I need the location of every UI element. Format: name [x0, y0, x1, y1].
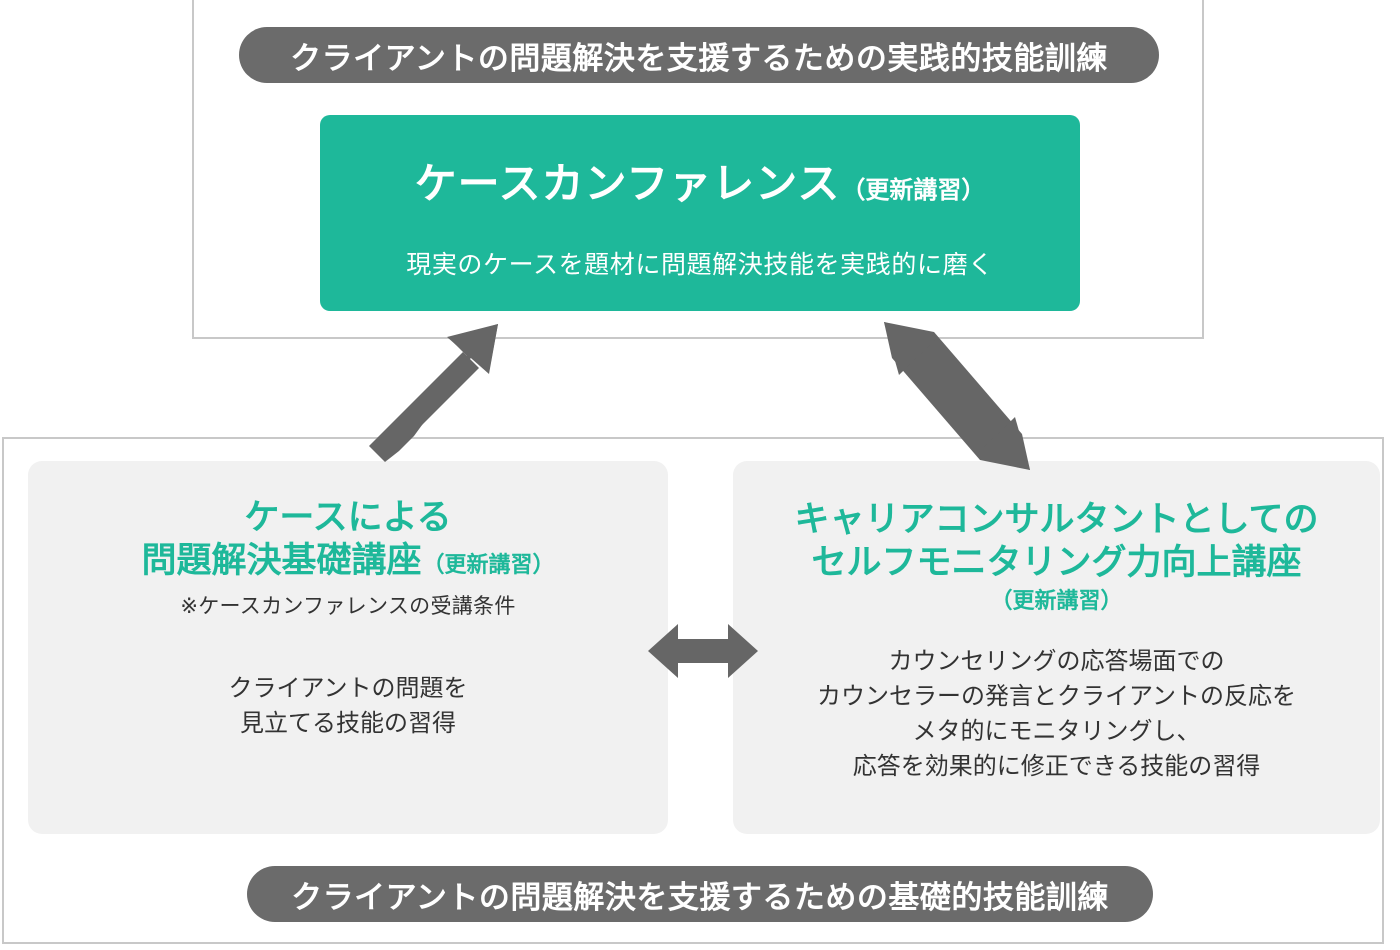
course-description-line-4: 応答を効果的に修正できる技能の習得 — [852, 752, 1261, 780]
course-title-line-1: ケースによる — [244, 498, 452, 537]
top-group-frame — [192, 0, 1204, 339]
course-description: カウンセリングの応答場面での カウンセラーの発言とクライアントの反応を メタ的に… — [733, 645, 1380, 784]
course-description-line-2: カウンセラーの発言とクライアントの反応を — [816, 683, 1297, 710]
bottom-group-footer-pill: クライアントの問題解決を支援するための基礎的技能訓練 — [247, 866, 1153, 922]
course-title-line-2: セルフモニタリング力向上講座 — [811, 542, 1302, 582]
course-description-line-1: カウンセリングの応答場面での — [888, 648, 1225, 676]
course-title-note: （更新講習） — [422, 551, 555, 577]
course-title-line-2: 問題解決基礎講座 — [141, 540, 422, 580]
course-title: ケースカンファレンス — [414, 159, 841, 207]
course-description: 現実のケースを題材に問題解決技能を実践的に磨く — [406, 250, 994, 279]
bottom-group-frame — [2, 437, 1384, 944]
course-condition-note: ※ケースカンファレンスの受講条件 — [180, 595, 516, 619]
course-card-self-monitoring[interactable]: キャリアコンサルタントとしての セルフモニタリング力向上講座 （更新講習） カウ… — [733, 461, 1380, 834]
course-card-case-conference[interactable]: ケースカンファレンス （更新講習） 現実のケースを題材に問題解決技能を実践的に磨… — [320, 115, 1080, 311]
course-title-note: （更新講習） — [990, 588, 1123, 614]
course-card-case-basic[interactable]: ケースによる 問題解決基礎講座（更新講習） ※ケースカンファレンスの受講条件 ク… — [28, 461, 668, 834]
arrow-double-diagonal-icon — [884, 322, 1030, 470]
course-title-note: （更新講習） — [841, 176, 986, 204]
top-group-header-pill: クライアントの問題解決を支援するための実践的技能訓練 — [239, 27, 1159, 83]
course-title-line-1: キャリアコンサルタントとしての — [794, 500, 1319, 539]
course-title-row: ケースカンファレンス （更新講習） — [415, 150, 986, 211]
arrow-double-horizontal-icon — [648, 624, 758, 678]
course-description: クライアントの問題を 見立てる技能の習得 — [28, 672, 668, 742]
course-description-line-3: メタ的にモニタリングし、 — [912, 717, 1201, 745]
course-description-line-2: 見立てる技能の習得 — [240, 710, 456, 738]
course-title-block: キャリアコンサルタントとしての セルフモニタリング力向上講座 （更新講習） — [733, 499, 1380, 615]
course-title-line-2-row: 問題解決基礎講座（更新講習） — [28, 540, 668, 583]
course-description-line-1: クライアントの問題を — [228, 675, 468, 703]
arrow-up-right-icon — [369, 324, 498, 462]
course-title-block: ケースによる 問題解決基礎講座（更新講習） — [28, 497, 668, 582]
